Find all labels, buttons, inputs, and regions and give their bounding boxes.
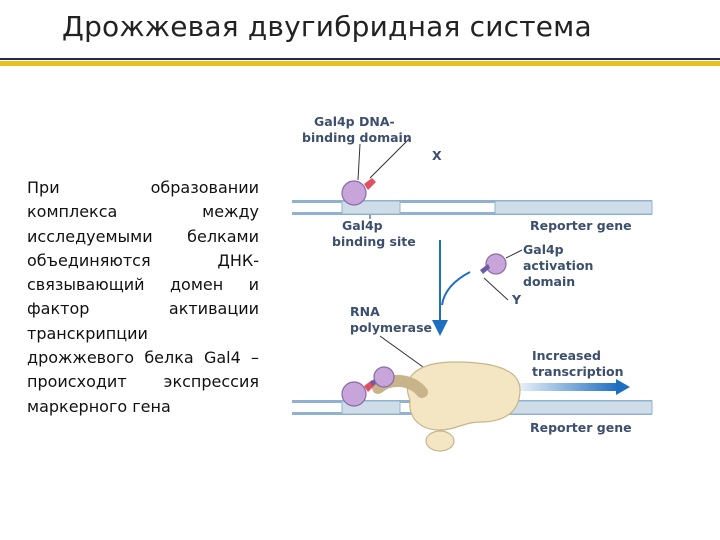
leader-y [483,277,509,301]
bottom-protein-complex [341,366,395,407]
increased-arrow-shaft [508,383,618,391]
binding-domain-circle [341,180,367,206]
label-increased-2: transcription [532,364,623,379]
activation-domain-circle [485,253,507,275]
activation-domain-y-fusion [480,264,490,274]
leader-x [369,137,411,179]
leader-activation-domain [505,249,523,259]
two-hybrid-diagram: Gal4p DNA- binding domain X Gal4p bindin… [292,114,653,452]
leader-binding-domain [357,143,361,181]
increased-transcription-arrow [508,379,630,395]
top-reporter-gene-box [494,200,653,215]
label-y: Y [511,292,522,307]
bottom-reporter-gene-box [494,400,653,415]
slide-body-text: При образовании комплекса между исследуе… [27,178,259,416]
top-dna-strand-lower [292,212,652,215]
label-binding-domain-2: binding domain [302,130,412,145]
label-activation-2: activation [523,258,593,273]
top-binding-domain-protein [341,137,411,206]
title-rule-dark [0,58,720,60]
label-increased-1: Increased [532,348,601,363]
polymerase-lobe [425,430,455,452]
leader-rna-polymerase [379,335,431,373]
label-rna-1: RNA [350,304,380,319]
label-activation-3: domain [523,274,575,289]
label-binding-site-1: Gal4p [342,218,383,233]
label-activation-1: Gal4p [523,242,564,257]
label-x: X [432,148,442,163]
label-rna-2: polymerase [350,320,432,335]
bottom-activation-domain-circle [373,366,395,388]
increased-arrow-head [616,379,630,395]
polymerase-body [406,361,521,431]
bottom-binding-domain-circle [341,381,367,407]
top-dna-strand-upper [292,200,652,203]
title-rule-yellow [0,61,720,66]
label-binding-site-2: binding site [332,234,416,249]
assembly-curve [441,271,471,306]
label-reporter-bottom: Reporter gene [530,420,632,435]
binding-domain-x-fusion [364,178,376,190]
activation-domain-protein [480,249,523,301]
label-reporter-top: Reporter gene [530,218,632,233]
slide-title: Дрожжевая двугибридная система [62,10,592,43]
label-binding-domain-1: Gal4p DNA- [314,114,395,129]
